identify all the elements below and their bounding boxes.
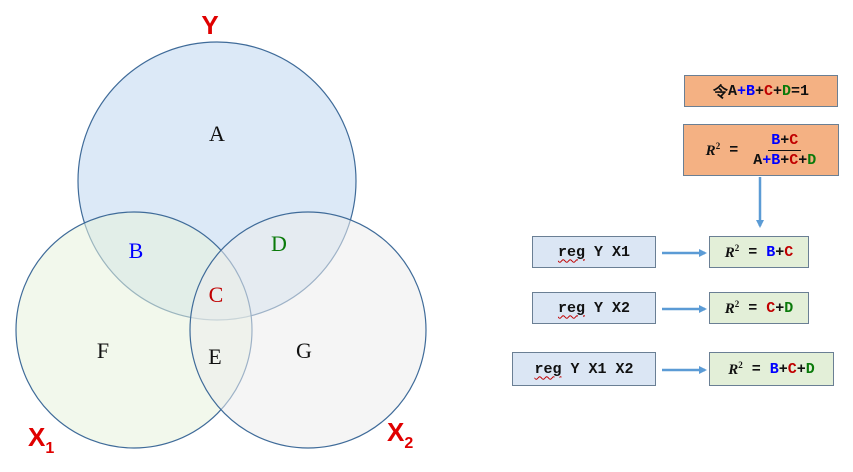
r2-equals: =	[720, 141, 748, 159]
reg-command-3: reg Y X1 X2	[512, 352, 656, 386]
set-label-x1-main: X	[28, 422, 46, 452]
reg-command-1: reg Y X1	[532, 236, 656, 268]
circle-x2	[189, 211, 427, 449]
set-label-x2-main: X	[387, 417, 405, 447]
reg-keyword: reg	[534, 360, 562, 378]
r2-symbol: R2	[705, 140, 721, 159]
region-d: D	[271, 231, 287, 256]
reg-args: Y X2	[585, 299, 631, 317]
reg-keyword: reg	[557, 243, 585, 261]
r2-symbol: R2	[724, 242, 740, 261]
reg-keyword: reg	[557, 299, 585, 317]
fraction-numerator: B+C	[768, 132, 802, 151]
region-g: G	[296, 338, 312, 363]
set-label-x2: X2	[387, 417, 413, 452]
r2-symbol: R2	[724, 298, 740, 317]
r2-fraction: B+C A+B+C+D	[753, 132, 816, 169]
assumption-d: D	[782, 82, 792, 100]
assumption-plus1: +	[736, 82, 746, 100]
reg-args: Y X1 X2	[561, 360, 634, 378]
region-f: F	[97, 338, 109, 363]
assumption-c: C	[764, 82, 774, 100]
assumption-equals-one: =1	[791, 82, 810, 100]
r2-definition-box: R2 = B+C A+B+C+D	[683, 124, 839, 176]
reg-result-3: R2 = B+C+D	[709, 352, 834, 386]
r2-symbol: R2	[728, 359, 743, 378]
assumption-prefix: 令	[712, 84, 728, 102]
set-label-x2-sub: 2	[404, 435, 413, 452]
assumption-plus3: +	[773, 82, 783, 100]
reg-command-2: reg Y X2	[532, 292, 656, 324]
region-c: C	[209, 282, 224, 307]
assumption-plus2: +	[754, 82, 764, 100]
fraction-denominator: A+B+C+D	[753, 151, 817, 169]
region-e: E	[208, 344, 221, 369]
region-a: A	[209, 121, 225, 146]
reg-result-1: R2 = B+C	[709, 236, 809, 268]
set-label-x1-sub: 1	[45, 440, 54, 457]
reg-result-2: R2 = C+D	[709, 292, 809, 324]
set-label-y: Y	[201, 10, 218, 40]
assumption-b: B	[745, 82, 755, 100]
set-label-x1: X1	[28, 422, 54, 457]
venn-diagram: A B C D E F G Y X1 X2	[15, 10, 427, 457]
region-b: B	[129, 238, 144, 263]
assumption-a: A	[727, 82, 737, 100]
assumption-box: 令 A + B + C + D =1	[684, 75, 838, 107]
reg-args: Y X1	[585, 243, 631, 261]
